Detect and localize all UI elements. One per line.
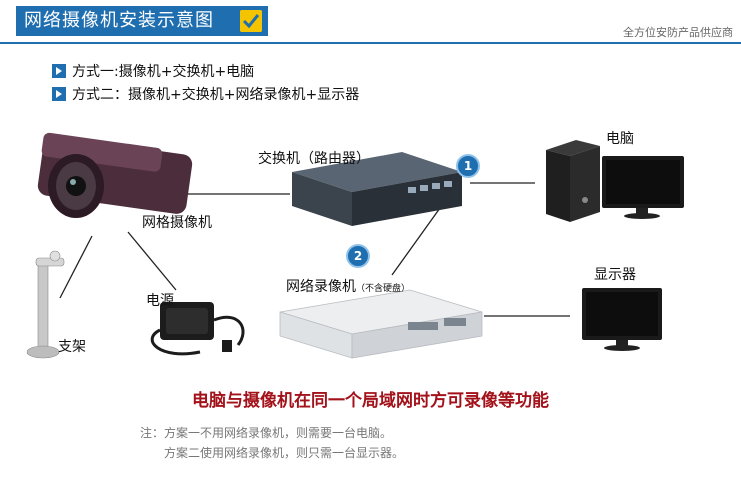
nvr-label-text: 网络录像机 bbox=[286, 279, 356, 295]
monitor-label: 显示器 bbox=[594, 267, 636, 283]
header-bar bbox=[0, 0, 741, 44]
bracket-label: 支架 bbox=[58, 339, 86, 355]
checkmark-icon bbox=[240, 10, 262, 32]
camera-power-line bbox=[127, 231, 177, 291]
page-title: 网络摄像机安装示意图 bbox=[16, 6, 268, 36]
computer-tower-icon bbox=[546, 140, 600, 222]
note-two: 方案二使用网络录像机，则只需一台显示器。 bbox=[164, 446, 405, 460]
conclusion-text: 电脑与摄像机在同一个局域网时方可录像等功能 bbox=[192, 391, 549, 411]
method-two: 方式二：摄像机+交换机+网络录像机+显示器 bbox=[52, 85, 359, 105]
switch-icon bbox=[292, 152, 462, 226]
switch-nvr-line bbox=[391, 207, 441, 276]
display-monitor-icon bbox=[582, 288, 662, 351]
nvr-label: 网络录像机（不含硬盘） bbox=[286, 276, 410, 296]
power-label: 电源 bbox=[146, 293, 174, 309]
power-adapter-icon bbox=[150, 302, 245, 356]
camera-bracket-line bbox=[59, 235, 93, 299]
computer-monitor-icon bbox=[602, 156, 684, 219]
nvr-icon bbox=[279, 289, 483, 359]
step-badge-two: 2 bbox=[346, 244, 370, 268]
arrow-icon bbox=[52, 87, 66, 101]
method-two-text: 方式二：摄像机+交换机+网络录像机+显示器 bbox=[72, 87, 360, 103]
camera-label: 网格摄像机 bbox=[142, 215, 212, 231]
note-one: 注：方案一不用网络录像机，则需要一台电脑。 bbox=[140, 426, 393, 440]
switch-label: 交换机（路由器） bbox=[258, 151, 370, 167]
method-one: 方式一:摄像机+交换机+电脑 bbox=[52, 62, 254, 82]
supplier-text: 全方位安防产品供应商 bbox=[623, 26, 733, 39]
camera-icon bbox=[37, 132, 193, 218]
nvr-note: （不含硬盘） bbox=[356, 284, 411, 294]
bracket-icon bbox=[26, 250, 65, 359]
method-one-text: 方式一:摄像机+交换机+电脑 bbox=[72, 64, 255, 80]
computer-label: 电脑 bbox=[606, 131, 634, 147]
step-badge-one: 1 bbox=[456, 154, 480, 178]
arrow-icon bbox=[52, 64, 66, 78]
